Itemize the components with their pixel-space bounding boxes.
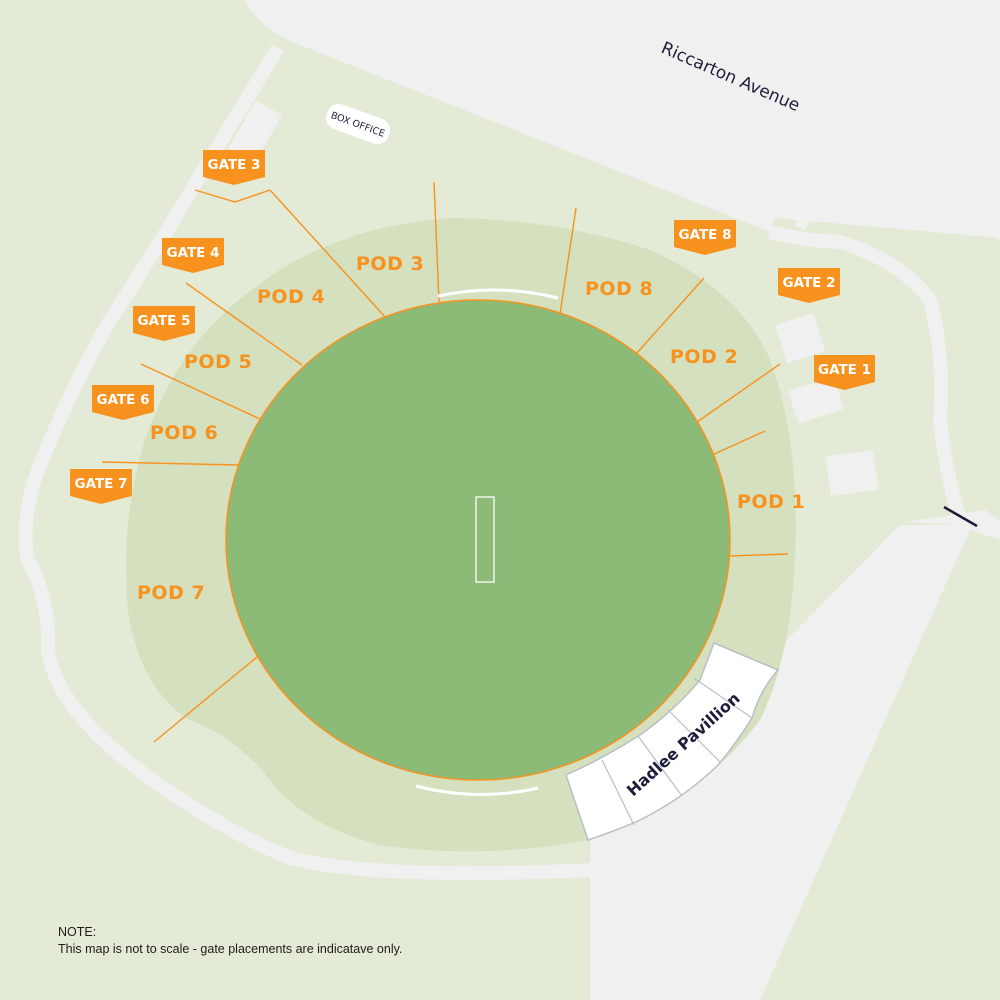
gate-marker-3[interactable]: GATE 3 xyxy=(203,150,265,185)
road-band xyxy=(440,0,1000,240)
gate-marker-5[interactable]: GATE 5 xyxy=(133,306,195,341)
pod-label-8: POD 8 xyxy=(585,278,653,300)
gate-label-4: GATE 4 xyxy=(166,245,219,261)
gate-marker-1[interactable]: GATE 1 xyxy=(814,355,875,390)
gate-label-5: GATE 5 xyxy=(137,313,190,329)
road-south-edge xyxy=(745,510,1000,1000)
gate-label-3: GATE 3 xyxy=(207,157,260,173)
building-3 xyxy=(825,449,879,497)
gate-marker-8[interactable]: GATE 8 xyxy=(674,220,736,255)
map-note: NOTE: This map is not to scale - gate pl… xyxy=(58,924,402,958)
playing-field xyxy=(225,299,731,781)
pod-label-4: POD 4 xyxy=(257,286,325,308)
gate-label-2: GATE 2 xyxy=(782,275,835,291)
pod-label-5: POD 5 xyxy=(184,351,252,373)
east-path xyxy=(768,225,967,523)
road-riccarton-avenue-body xyxy=(245,0,1000,238)
building-2 xyxy=(787,376,845,424)
pod-label-3: POD 3 xyxy=(356,253,424,275)
east-connector xyxy=(794,157,838,231)
pod-label-6: POD 6 xyxy=(150,422,218,444)
building-1 xyxy=(774,312,826,364)
perimeter-path xyxy=(18,44,591,881)
cricket-pitch xyxy=(475,496,495,583)
note-text: This map is not to scale - gate placemen… xyxy=(58,942,403,956)
pod-label-2: POD 2 xyxy=(670,346,738,368)
gate-label-6: GATE 6 xyxy=(96,392,149,408)
gate-label-8: GATE 8 xyxy=(678,227,731,243)
gate-marker-2[interactable]: GATE 2 xyxy=(778,268,840,303)
sight-screen-south xyxy=(415,784,539,796)
pod-label-7: POD 7 xyxy=(137,582,205,604)
gate-label-1: GATE 1 xyxy=(818,362,871,378)
note-heading: NOTE: xyxy=(58,925,97,939)
gate-label-7: GATE 7 xyxy=(74,476,127,492)
building-4 xyxy=(228,100,282,164)
sight-screen-north xyxy=(437,288,559,300)
road-divider xyxy=(943,505,978,528)
gate-marker-4[interactable]: GATE 4 xyxy=(162,238,224,273)
pod-label-1: POD 1 xyxy=(737,491,805,513)
road-south xyxy=(590,525,965,1000)
gate-marker-6[interactable]: GATE 6 xyxy=(92,385,154,420)
sector-lines xyxy=(101,181,789,743)
gate-marker-7[interactable]: GATE 7 xyxy=(70,469,132,504)
